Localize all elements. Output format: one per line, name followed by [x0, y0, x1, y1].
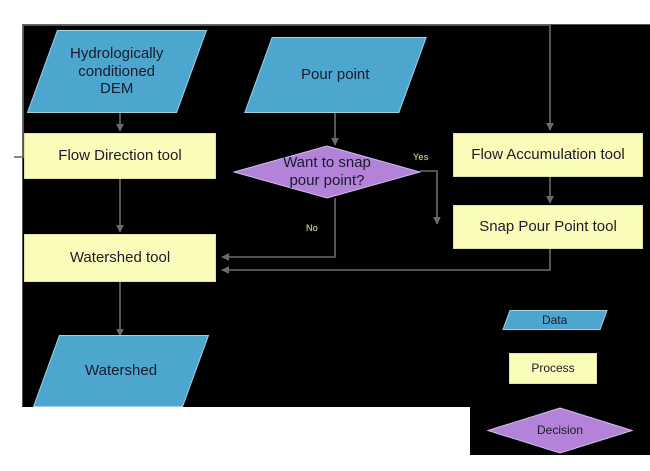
legend-label-decision: Decision [536, 423, 584, 438]
node-label-watershed-tool: Watershed tool [69, 249, 171, 267]
node-label-hydro-dem: Hydrologically conditioned DEM [70, 44, 164, 98]
legend-item-process: Process [509, 353, 597, 384]
node-flow-direction-tool[interactable]: Flow Direction tool [24, 133, 216, 179]
branch-label-yes: Yes [413, 152, 429, 162]
decision-diamond-shape [233, 145, 421, 199]
legend-decision-diamond-shape [487, 407, 633, 454]
legend-item-data: Data [502, 310, 608, 330]
branch-label-no: No [306, 223, 319, 233]
node-snap-pour-point-tool[interactable]: Snap Pour Point tool [453, 205, 643, 249]
node-flow-accumulation-tool[interactable]: Flow Accumulation tool [453, 133, 643, 177]
node-label-flow-direction: Flow Direction tool [58, 147, 182, 165]
node-label-flow-accumulation: Flow Accumulation tool [471, 146, 625, 164]
node-label-pour-point: Pour point [301, 66, 370, 84]
node-hydrologically-conditioned-dem[interactable]: Hydrologically conditioned DEM [26, 30, 208, 113]
node-watershed-output[interactable]: Watershed [32, 335, 210, 407]
legend-label-data: Data [542, 312, 568, 327]
node-want-to-snap-decision[interactable]: Want to snap pour point? [233, 145, 421, 199]
legend-item-decision: Decision [487, 407, 633, 454]
node-label-watershed: Watershed [85, 362, 157, 380]
node-pour-point[interactable]: Pour point [244, 37, 427, 113]
node-label-want-to-snap: Want to snap pour point? [283, 154, 371, 189]
legend-label-process: Process [531, 361, 575, 376]
node-watershed-tool[interactable]: Watershed tool [24, 234, 216, 282]
node-label-snap-pour-point: Snap Pour Point tool [479, 218, 617, 236]
